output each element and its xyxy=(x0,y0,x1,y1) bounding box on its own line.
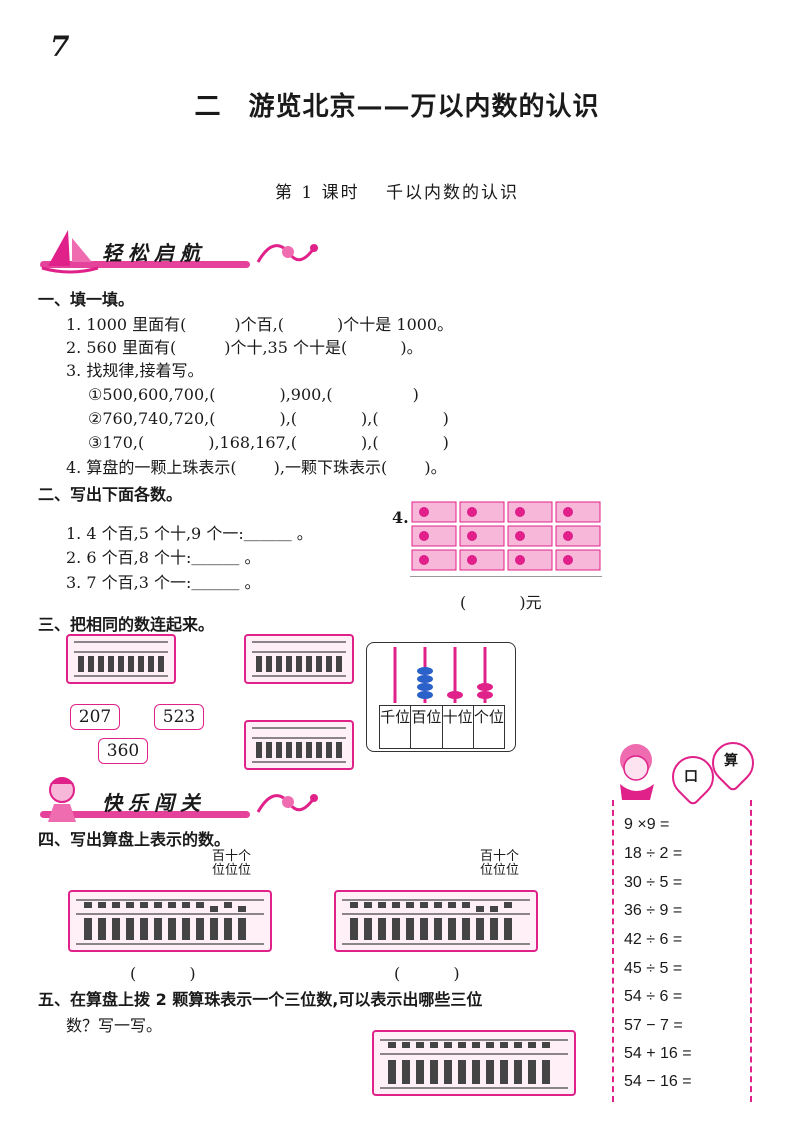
swirl-ornament-icon xyxy=(256,244,318,263)
col-label-top: 百十个 xyxy=(480,849,520,864)
s1-q3: 3. 找规律,接着写。 xyxy=(66,361,204,380)
s2-q3: 3. 7 个百,3 个一:＿＿＿ 。 xyxy=(66,573,261,592)
oral-item: 36 ÷ 9 = xyxy=(624,902,683,919)
number-box-360: 360 xyxy=(98,738,148,764)
rods-and-beads xyxy=(393,647,493,703)
oral-item: 42 ÷ 6 = xyxy=(624,931,683,948)
oral-item: 9 ×9 = xyxy=(624,816,670,833)
place-label-tens: 十位 xyxy=(443,706,474,748)
s2-q1: 1. 4 个百,5 个十,9 个一:＿＿＿ 。 xyxy=(66,524,313,543)
oral-item: 18 ÷ 2 = xyxy=(624,845,683,862)
number-box-523: 523 xyxy=(154,704,204,730)
oral-title-right: 算 xyxy=(724,753,738,769)
oral-item: 54 − 16 = xyxy=(624,1073,692,1090)
place-label-hundreds: 百位 xyxy=(411,706,443,748)
oral-item: 57 − 7 = xyxy=(624,1017,683,1034)
col-label-top: 百十个 xyxy=(212,849,252,864)
abacus-large-3 xyxy=(372,1030,576,1096)
col-label-bottom: 位位位 xyxy=(212,863,252,878)
page-number: 7 xyxy=(50,30,70,63)
girl-character-icon xyxy=(48,777,76,822)
s4-blank-2: ( ) xyxy=(394,964,460,983)
section5-heading-line2: 数？写一写。 xyxy=(66,1016,163,1035)
s2-q2: 2. 6 个百,8 个十:＿＿＿ 。 xyxy=(66,548,261,567)
s1-q3b: ②760,740,720,( ),( ),( ) xyxy=(88,409,449,428)
section4-heading: 四、写出算盘上表示的数。 xyxy=(38,830,231,849)
s1-q1: 1. 1000 里面有( )个百,( )个十是 1000。 xyxy=(66,315,454,334)
section2-heading: 二、写出下面各数。 xyxy=(38,485,183,504)
s2-q4-number: 4. xyxy=(392,508,409,527)
sailboat-icon xyxy=(41,230,99,274)
abacus-small-3 xyxy=(244,720,354,770)
oral-item: 30 ÷ 5 = xyxy=(624,874,683,891)
strawberry-girl-icon xyxy=(620,744,654,800)
s1-q2: 2. 560 里面有( )个十,35 个十是( )。 xyxy=(66,338,423,357)
chapter-title: 二 游览北京——万以内数的认识 xyxy=(194,92,600,122)
abacus-small-1 xyxy=(66,634,176,684)
s4-blank-1: ( ) xyxy=(130,964,196,983)
abacus2-col-labels: 百十个 位位位 xyxy=(480,850,519,878)
s1-q3c: ③170,( ),168,167,( ),( ) xyxy=(88,433,449,452)
abacus-large-2 xyxy=(334,890,538,952)
oral-item: 54 + 16 = xyxy=(624,1045,692,1062)
banknote-grid xyxy=(411,501,601,571)
banknotes-image xyxy=(410,500,602,577)
oral-item: 54 ÷ 6 = xyxy=(624,988,683,1005)
banner-title: 轻松启航 xyxy=(102,240,206,265)
s1-q4: 4. 算盘的一颗上珠表示( ),一颗下珠表示( )。 xyxy=(66,458,447,477)
oral-title-left: 口 xyxy=(684,769,698,785)
banner-relax: 轻松启航 xyxy=(40,228,318,274)
abacus-small-2 xyxy=(244,634,354,684)
counting-frame: 千位 百位 十位 个位 xyxy=(366,642,516,752)
banner-title: 快乐闯关 xyxy=(102,790,206,815)
oral-item: 45 ÷ 5 = xyxy=(624,960,683,977)
place-label-row: 千位 百位 十位 个位 xyxy=(379,705,505,749)
section3-heading: 三、把相同的数连起来。 xyxy=(38,615,215,634)
place-label-ones: 个位 xyxy=(473,708,504,726)
abacus1-col-labels: 百十个 位位位 xyxy=(212,850,251,878)
lesson-title: 第 1 课时 千以内数的认识 xyxy=(274,183,520,203)
place-label-thousands: 千位 xyxy=(380,706,412,748)
abacus-large-1 xyxy=(68,890,272,952)
s2-q4-answer: ( )元 xyxy=(460,593,542,612)
section1-heading: 一、填一填。 xyxy=(38,290,135,309)
s1-q3a: ①500,600,700,( ),900,( ) xyxy=(88,385,419,404)
number-box-207: 207 xyxy=(70,704,120,730)
section5-heading: 五、在算盘上拨 2 颗算珠表示一个三位数,可以表示出哪些三位 xyxy=(38,990,483,1009)
swirl-ornament-icon xyxy=(256,794,318,813)
oral-calc-panel: 9 ×9 = 18 ÷ 2 = 30 ÷ 5 = 36 ÷ 9 = 42 ÷ 6… xyxy=(612,800,752,1102)
banner-happy: 快乐闯关 xyxy=(40,777,318,824)
col-label-bottom: 位位位 xyxy=(480,863,520,878)
